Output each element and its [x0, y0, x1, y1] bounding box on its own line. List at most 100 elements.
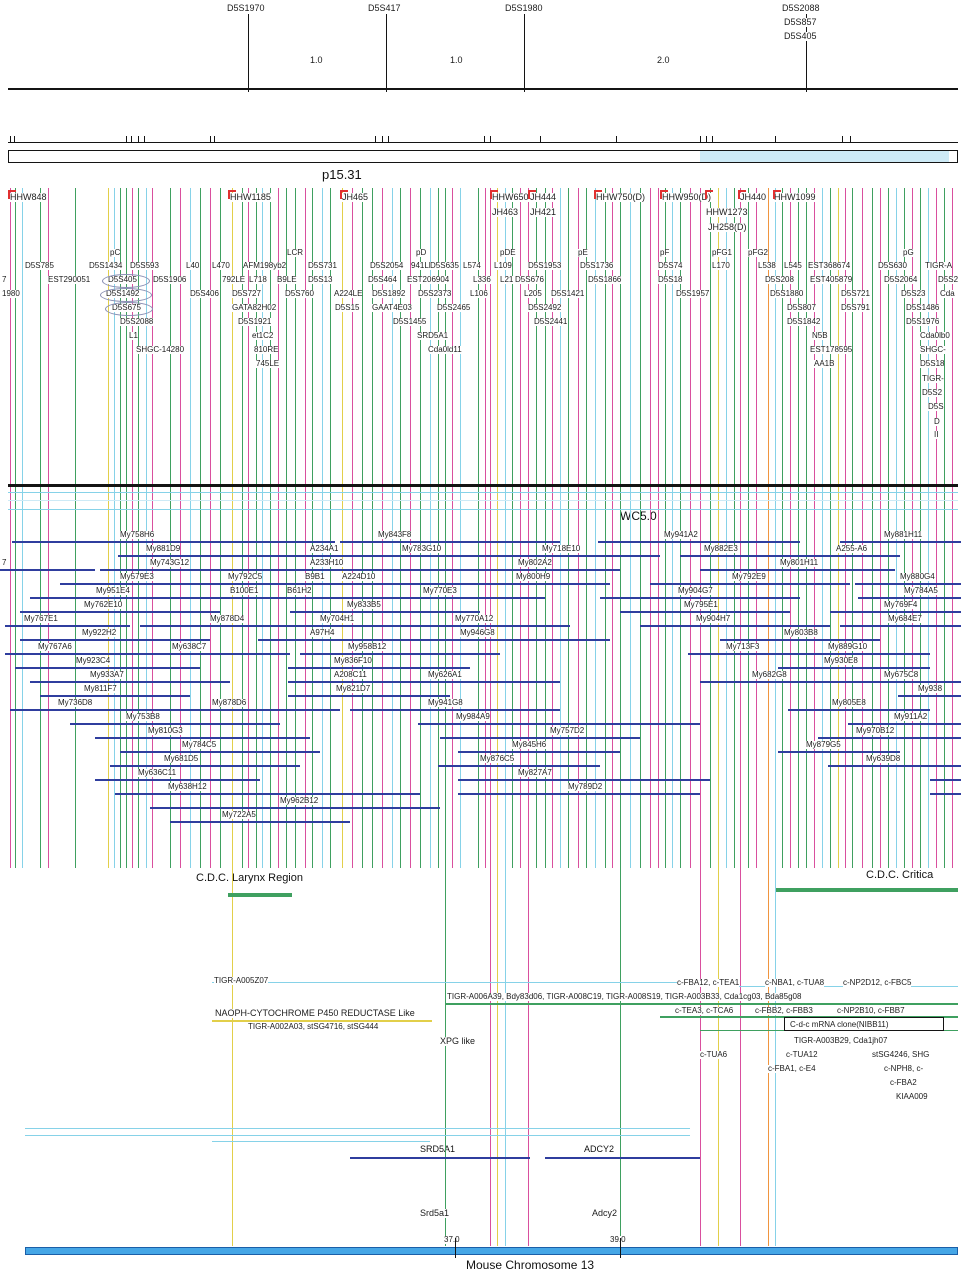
yac-clone-label: My784A5 [904, 586, 938, 596]
yac-clone-bar [278, 597, 346, 599]
yac-clone-label: My821D7 [336, 684, 371, 694]
yac-clone-bar [5, 653, 150, 655]
yac-clone-bar [828, 765, 961, 767]
yac-clone-bar [120, 751, 320, 753]
yac-clone-bar [20, 639, 210, 641]
rule-line [445, 1003, 958, 1005]
yac-clone-label: My784C5 [182, 740, 217, 750]
sts-marker-name: Cda [940, 289, 955, 299]
sts-marker-name: D5S23 [901, 289, 926, 299]
yac-clone-bar [395, 639, 610, 641]
sts-marker-name: D5S2441 [534, 317, 568, 327]
marker-circle [100, 288, 152, 302]
yac-probe-name: JH421 [530, 207, 557, 218]
sts-marker-name: EST290051 [48, 275, 91, 285]
yac-clone-bar [620, 611, 790, 613]
rule-line [212, 1141, 430, 1142]
sts-column-line [896, 188, 897, 868]
yac-clone-label: My881H11 [884, 530, 923, 540]
genetic-map-marker-label: D5S1970 [227, 3, 265, 14]
ideogram-tick [490, 136, 491, 143]
yac-clone-label: B61H2 [287, 586, 312, 596]
yac-clone-bar [418, 723, 700, 725]
ideogram-tick [706, 136, 707, 143]
yac-clone-label: My843F8 [378, 530, 412, 540]
rule-line [8, 509, 958, 510]
probe-name: pFG1 [712, 248, 733, 258]
sts-marker-name: D5S785 [25, 261, 54, 271]
ideogram-tick [775, 136, 776, 143]
ideogram-tick [214, 136, 215, 143]
yac-clone-label: My770A12 [455, 614, 494, 624]
sts-column-line [586, 188, 587, 868]
sts-marker-name: D5S2492 [528, 303, 562, 313]
yac-clone-label: My792E9 [732, 572, 766, 582]
yac-clone-label: My827A7 [518, 768, 552, 778]
sts-marker-name: D5S760 [285, 289, 314, 299]
ideogram-tick [616, 136, 617, 143]
yac-clone-label: My753B8 [126, 712, 160, 722]
yac-clone-bar [95, 737, 310, 739]
yac-clone-label: My930E8 [824, 656, 858, 666]
yac-clone-bar [12, 541, 335, 543]
sts-column-line [665, 188, 666, 868]
genetic-map-marker-label: D5S417 [368, 3, 401, 14]
yac-clone-label: A255-A6 [836, 544, 868, 554]
yac-clone-bar [600, 597, 800, 599]
yac-clone-label: My743G12 [150, 558, 190, 568]
ideogram-tick [131, 136, 132, 143]
sts-marker-name: D5S [928, 402, 944, 412]
sts-marker-name: D5S1434 [89, 261, 123, 271]
mouse-chromosome-title: Mouse Chromosome 13 [466, 1258, 595, 1272]
chromosome-band-label: p15.31 [322, 167, 362, 182]
sts-column-line [928, 188, 929, 868]
sts-column-line [545, 188, 546, 868]
rule-line [212, 982, 700, 983]
yac-clone-label: My882E3 [704, 544, 738, 554]
ideogram-tick [126, 136, 127, 143]
sts-marker-name: et1C2 [252, 331, 274, 341]
sts-marker-name: D5S721 [841, 289, 870, 299]
sts-column-line [872, 188, 873, 868]
yac-clone-label: My792C5 [228, 572, 263, 582]
sts-column-line [180, 188, 181, 868]
sts-marker-name: L21 [500, 275, 514, 285]
sts-column-line [740, 188, 741, 1246]
yac-clone-bar [840, 625, 961, 627]
sts-marker-name: GAAT4E03 [372, 303, 412, 313]
sts-marker-name: D5S1892 [372, 289, 406, 299]
yac-clone-label: My881D9 [146, 544, 181, 554]
yac-clone-bar [115, 793, 420, 795]
yac-clone-bar [430, 583, 610, 585]
probe-name: pD [416, 248, 427, 258]
mouse-chromosome-bar [25, 1247, 958, 1255]
yac-clone-bar [20, 611, 220, 613]
gene-est-name: c-TUA12 [786, 1050, 818, 1060]
yac-clone-bar [788, 709, 930, 711]
yac-clone-label: My951E4 [96, 586, 130, 596]
sts-marker-name: D5S1906 [153, 275, 187, 285]
cdc-larynx-bar [228, 893, 292, 897]
rule-line [8, 88, 958, 90]
yac-clone-label: A224D10 [342, 572, 376, 582]
yac-clone-bar [650, 583, 850, 585]
sts-marker-name: D5S1957 [676, 289, 710, 299]
yac-clone-label: My762E10 [84, 600, 123, 610]
rule-line [8, 492, 958, 493]
yac-clone-bar [458, 779, 710, 781]
yac-clone-label: My684E7 [888, 614, 922, 624]
yac-clone-label: My770E3 [423, 586, 457, 596]
yac-clone-label: My810G3 [148, 726, 183, 736]
yac-clone-label: My758H6 [120, 530, 155, 540]
yac-clone-bar [720, 639, 880, 641]
yac-clone-bar [150, 807, 440, 809]
ideogram-tick [210, 136, 211, 143]
yac-clone-bar [390, 625, 570, 627]
yac-clone-label: My941A2 [664, 530, 698, 540]
sts-column-line [40, 188, 41, 868]
sts-marker-name: D5S630 [878, 261, 907, 271]
sts-marker-name: D5S1880 [770, 289, 804, 299]
sts-column-line [718, 188, 719, 1246]
yac-clone-label: A97H4 [310, 628, 335, 638]
ideogram-tick [484, 136, 485, 143]
